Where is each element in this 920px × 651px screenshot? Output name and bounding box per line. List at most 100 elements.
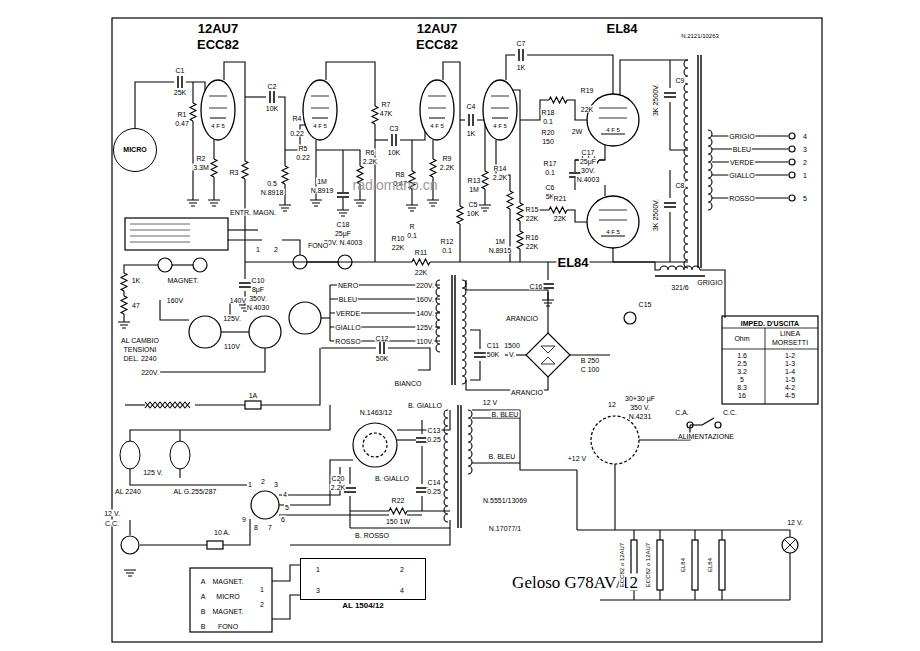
coil-winding <box>708 130 712 210</box>
component-label: 125V. <box>415 324 435 331</box>
component-label: ROSSO <box>334 338 361 345</box>
component-label: 140V. <box>415 310 435 317</box>
resistor-mask <box>428 159 438 177</box>
wire <box>321 317 330 318</box>
wire <box>604 185 605 196</box>
component-label: 150 <box>541 138 555 145</box>
component-label: R11 <box>414 249 428 256</box>
wire <box>633 590 634 600</box>
component-label: 50K <box>375 355 389 362</box>
wire <box>669 212 670 262</box>
component-label: R16 <box>525 234 540 241</box>
component-label: 22K <box>580 106 594 113</box>
component-label: R9 <box>442 155 453 162</box>
resistor-symbol <box>549 97 567 103</box>
component-label: Ohm <box>733 335 750 342</box>
tube-grid <box>428 96 446 108</box>
wire <box>570 354 610 355</box>
component-label: 1500 <box>503 342 521 349</box>
component-label: 2 <box>260 478 266 485</box>
capacitor-symbol <box>519 49 523 61</box>
wire <box>329 285 330 341</box>
lamp-filament <box>784 539 796 551</box>
component-label: BLEU <box>338 296 358 303</box>
component-label: 10K <box>466 210 480 217</box>
resistor-mask <box>240 161 250 179</box>
component-label: C5 <box>468 201 479 208</box>
component-label: 4 F 5 <box>605 127 621 133</box>
component-label: N.4231 <box>628 413 653 420</box>
component-label: FONO <box>217 623 239 630</box>
component-label: 0.1 <box>406 232 418 239</box>
tube-grid <box>491 96 509 108</box>
tube-envelope <box>483 80 517 140</box>
component-label: ECC82 o 12AU7 <box>619 542 625 588</box>
supply-selector-socket <box>591 416 639 464</box>
tube-grid <box>311 96 329 108</box>
resistor-symbol <box>282 166 288 184</box>
component-label: 10K <box>387 149 401 156</box>
resistor-mask <box>412 257 430 267</box>
wire <box>135 82 174 128</box>
input-jack <box>193 258 207 272</box>
component-label: 22K <box>391 244 405 251</box>
voltage-selector-socket <box>289 302 321 334</box>
component-label: 0.1 <box>441 247 453 254</box>
wire <box>470 330 480 349</box>
component-label: 25μF <box>579 158 597 165</box>
component-label: 4-2 <box>784 384 796 391</box>
wire <box>228 239 262 240</box>
component-label: C7 <box>516 40 527 47</box>
resistor-symbol <box>517 203 523 221</box>
wire <box>690 424 702 425</box>
microphone-circle: MICRO <box>113 128 157 172</box>
resistor-symbol <box>482 171 488 189</box>
component-label: C3 <box>389 125 400 132</box>
component-label: R20 <box>541 129 556 136</box>
component-label: A <box>200 578 207 585</box>
wire <box>789 553 790 600</box>
table-grid <box>722 328 818 404</box>
resistor-symbol <box>121 273 127 291</box>
component-label: 160V <box>166 297 184 304</box>
resistor-symbol <box>412 259 430 265</box>
watermark: radiomano.cn <box>352 178 439 192</box>
component-label: 4 <box>802 133 808 140</box>
resistor-mask <box>119 273 129 291</box>
component-label: B 250 <box>580 357 600 364</box>
tube-grid <box>599 210 627 220</box>
component-label: 2.2K <box>330 484 346 491</box>
capacitor-symbol <box>469 114 473 126</box>
component-label: 3K 2500V. <box>652 83 659 117</box>
resistor-symbol <box>211 159 217 177</box>
component-label: R4 <box>292 115 303 122</box>
component-label: C16 <box>529 283 544 290</box>
component-label: 350V. <box>248 295 268 302</box>
component-label: 12 <box>607 401 617 408</box>
component-label: MAGNET. <box>211 608 244 615</box>
component-label: GIALLO <box>728 172 755 179</box>
component-label: 150 1W <box>385 518 411 525</box>
component-label: 3K 2500V. <box>652 198 659 232</box>
component-label: GRIGIO <box>728 133 755 140</box>
fuse-symbol <box>245 401 261 409</box>
component-label: B. ROSSO <box>354 532 390 539</box>
component-label: 6 <box>280 516 286 523</box>
component-label: R22 <box>391 497 406 504</box>
input-jack <box>158 258 172 272</box>
resistor-mask <box>389 506 407 516</box>
node-text: MICRO <box>123 146 146 154</box>
resistor-symbol <box>507 191 513 209</box>
terminal-screw <box>789 195 795 201</box>
component-label: C1 <box>175 67 186 74</box>
component-label: 25μF <box>334 230 352 237</box>
wire <box>694 590 695 600</box>
ground-symbol <box>279 205 291 211</box>
tube-cathode <box>312 118 328 119</box>
component-label: N.5551/13069 <box>482 497 528 504</box>
resistor-symbol <box>430 159 436 177</box>
component-label: 4 F 5 <box>429 123 445 129</box>
component-label: 1-2 <box>784 352 796 359</box>
component-label: EL84 <box>605 22 638 35</box>
coil-winding <box>444 410 448 522</box>
